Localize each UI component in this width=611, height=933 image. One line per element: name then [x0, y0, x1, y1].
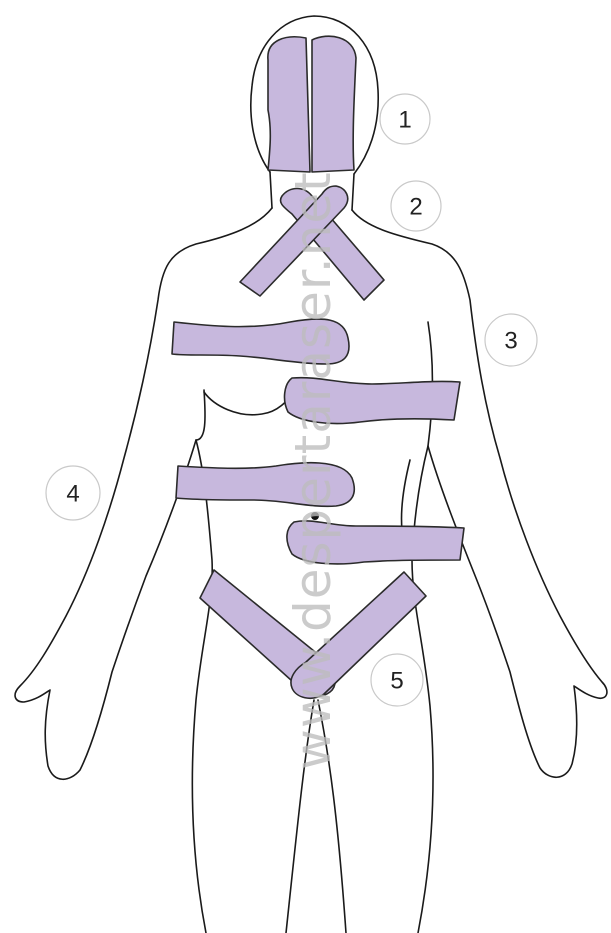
position-label-2: 2 [409, 194, 422, 221]
watermark-text: www.despertaraser.net [284, 171, 342, 770]
neck-right-outline [352, 174, 354, 210]
position-badge-1: 1 [380, 94, 430, 144]
position-badge-2: 2 [391, 181, 441, 231]
position-badge-3: 3 [485, 314, 537, 366]
hand-position-1-left [268, 37, 310, 172]
position-badge-5: 5 [371, 654, 423, 706]
neck-left-outline [270, 172, 272, 208]
position-label-3: 3 [504, 328, 517, 355]
torso-right-outline [352, 210, 607, 933]
torso-outline [15, 208, 272, 933]
left-arm-inner-outline [196, 390, 205, 440]
position-label-4: 4 [66, 481, 79, 508]
position-label-1: 1 [398, 107, 411, 134]
position-badge-4: 4 [46, 466, 100, 520]
waist-left-outline [401, 460, 410, 530]
breast-line [204, 392, 292, 415]
hand-position-1-right [312, 36, 356, 172]
position-label-5: 5 [390, 668, 403, 695]
